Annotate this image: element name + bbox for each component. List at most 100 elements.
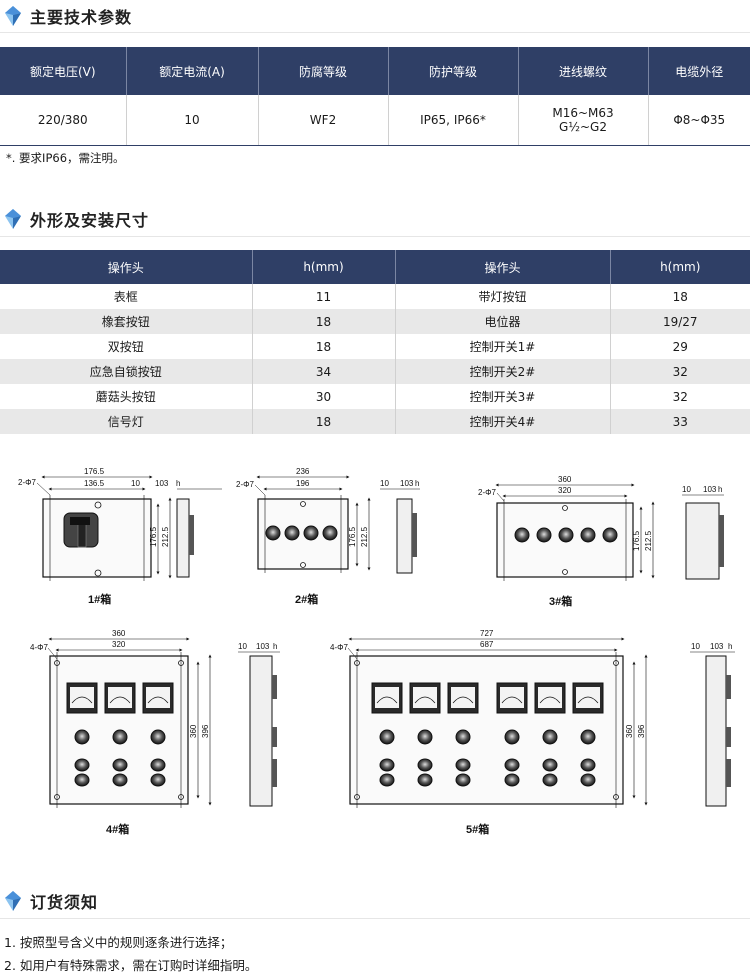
dim-label: 2-Φ7 — [18, 478, 36, 487]
column-header: 额定电压(V) — [0, 47, 127, 95]
column-header: h(mm) — [610, 250, 750, 284]
table-cell: 18 — [252, 334, 396, 359]
table-header-row: 操作头 h(mm) 操作头 h(mm) — [0, 250, 750, 284]
table-cell: Φ8~Φ35 — [648, 95, 750, 146]
section-title-text: 外形及安装尺寸 — [30, 211, 150, 230]
box-caption: 4#箱 — [106, 822, 129, 836]
dim-label: 4-Φ7 — [30, 643, 48, 652]
dim-label: 360 — [189, 724, 198, 738]
table-cell: 应急自锁按钮 — [0, 359, 253, 384]
dim-label: 320 — [558, 486, 572, 495]
dim-label: 236 — [296, 467, 310, 476]
table-cell: 19/27 — [610, 309, 750, 334]
dim-label: 176.5 — [84, 467, 105, 476]
thread-line-1: M16~M63 — [552, 105, 614, 120]
section-title-dims: 外形及安装尺寸 — [4, 205, 149, 233]
dim-label: 360 — [558, 475, 572, 484]
dim-label: 727 — [480, 629, 494, 638]
dim-label: h — [718, 485, 722, 494]
dim-label: 103 — [256, 642, 270, 651]
box-3-drawing: 360 320 2-Φ7 176.5 212.5 10 103 h 3#箱 — [478, 475, 724, 608]
order-item: 1. 按照型号含义中的规则逐条进行选择； — [4, 935, 233, 950]
dim-label: 212.5 — [161, 526, 170, 547]
column-header: 进线螺纹 — [518, 47, 649, 95]
table-cell: 32 — [672, 389, 688, 404]
dim-label: 176.5 — [149, 526, 158, 547]
dim-label: 136.5 — [84, 479, 105, 488]
dim-label: 4-Φ7 — [330, 643, 348, 652]
dim-label: 176.5 — [348, 526, 357, 547]
table-row: 220/380 10 WF2 IP65, IP66* M16~M63 G½~G2… — [0, 95, 750, 146]
meter-row — [66, 682, 174, 714]
dim-label: h — [273, 642, 277, 651]
diamond-icon — [5, 209, 21, 229]
column-header: 操作头 — [395, 250, 611, 284]
dim-label: 2-Φ7 — [236, 480, 254, 489]
table-cell: 蘑菇头按钮 — [0, 384, 253, 409]
dim-label: 103 — [400, 479, 414, 488]
diamond-icon — [5, 6, 21, 26]
box-5-drawing: 727 687 4-Φ7 360 396 10 103 h 5#箱 — [330, 629, 735, 836]
table-cell: 29 — [672, 339, 688, 354]
dim-label: 10 — [682, 485, 691, 494]
dim-label: 103 — [155, 479, 169, 488]
dimension-drawings: 176.5 136.5 2-Φ7 176.5 212.5 10 103 h 1#… — [18, 467, 735, 836]
meter-row — [371, 682, 604, 714]
section-title-order: 订货须知 — [4, 887, 98, 915]
column-header: 防腐等级 — [258, 47, 389, 95]
dim-label: 103 — [703, 485, 717, 494]
column-header: 防护等级 — [388, 47, 519, 95]
dim-label: 687 — [480, 640, 494, 649]
table-cell: 双按钮 — [0, 334, 253, 359]
dim-label: 196 — [296, 479, 310, 488]
table-cell: 18 — [252, 309, 396, 334]
box-caption: 3#箱 — [549, 594, 572, 608]
diamond-icon — [5, 891, 21, 911]
specs-note: *. 要求IP66，需注明。 — [6, 151, 125, 165]
dim-label: 396 — [637, 724, 646, 738]
table-header-row: 额定电压(V) 额定电流(A) 防腐等级 防护等级 进线螺纹 电缆外径 — [0, 47, 750, 95]
table-cell: M16~M63 G½~G2 — [518, 95, 649, 146]
dim-label: h — [415, 479, 419, 488]
column-header: 额定电流(A) — [126, 47, 259, 95]
table-cell: 220/380 — [0, 95, 127, 146]
table-cell: 电位器 — [395, 309, 611, 334]
column-header: 电缆外径 — [648, 47, 750, 95]
specs-table: 额定电压(V) 额定电流(A) 防腐等级 防护等级 进线螺纹 电缆外径 220/… — [0, 47, 750, 146]
box-caption: 5#箱 — [466, 822, 489, 836]
column-header: h(mm) — [252, 250, 396, 284]
dim-label: 212.5 — [360, 526, 369, 547]
table-cell: 33 — [610, 409, 750, 434]
dim-label: h — [176, 479, 180, 488]
dim-label: 176.5 — [632, 530, 641, 551]
table-cell: 表框 — [0, 284, 253, 309]
table-cell: 32 — [610, 359, 750, 384]
table-cell: 11 — [252, 284, 396, 309]
section-title-text: 订货须知 — [30, 893, 99, 912]
column-header: 操作头 — [0, 250, 253, 284]
order-item: 2. 如用户有特殊需求，需在订购时详细指明。 — [4, 958, 258, 973]
table-cell: 30 — [252, 384, 396, 409]
dim-label: 10 — [238, 642, 247, 651]
section-title-text: 主要技术参数 — [30, 8, 133, 27]
dim-label: 103 — [710, 642, 724, 651]
section-title-specs: 主要技术参数 — [4, 2, 132, 30]
dim-label: 320 — [112, 640, 126, 649]
dim-label: 10 — [131, 479, 140, 488]
box-4-drawing: 360 320 4-Φ7 360 396 10 103 h 4#箱 — [30, 629, 280, 836]
table-cell: 带灯按钮 — [395, 284, 611, 309]
box-2-drawing: 236 196 2-Φ7 176.5 212.5 10 103 h 2#箱 — [236, 467, 420, 606]
divider — [0, 918, 750, 919]
box-caption: 1#箱 — [88, 592, 111, 606]
dim-label: 10 — [691, 642, 700, 651]
dim-label: 396 — [201, 724, 210, 738]
dim-label: 360 — [112, 629, 126, 638]
table-cell: WF2 — [258, 95, 389, 146]
